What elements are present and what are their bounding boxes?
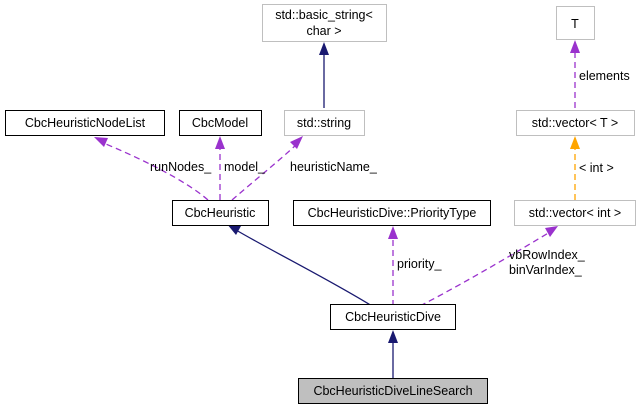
node-t[interactable]: T <box>556 6 595 40</box>
node-std-string-label: std::string <box>297 116 351 130</box>
edge-dive-to-vector-int <box>419 226 558 307</box>
edge-label-run-nodes: runNodes_ <box>150 160 212 174</box>
edge-label-heuristic-name: heuristicName_ <box>290 160 378 174</box>
node-cbc-heuristic-label: CbcHeuristic <box>185 206 256 220</box>
edge-label-vb-row-index: vbRowIndex_ <box>509 248 586 262</box>
node-cbc-model[interactable]: CbcModel <box>179 110 262 136</box>
node-cbc-heuristic[interactable]: CbcHeuristic <box>172 200 269 226</box>
edge-heuristic-to-model <box>215 136 225 200</box>
node-cbc-heuristic-dive[interactable]: CbcHeuristicDive <box>330 304 456 330</box>
edge-dive-to-heuristic <box>227 224 373 307</box>
edge-label-model: model_ <box>224 160 266 174</box>
node-basic-string-label-line2: char > <box>306 24 341 38</box>
node-cbc-heuristic-node-list[interactable]: CbcHeuristicNodeList <box>5 110 165 136</box>
node-cbc-model-label: CbcModel <box>192 116 248 130</box>
node-cbc-heuristic-dive-label: CbcHeuristicDive <box>345 310 441 324</box>
edge-label-elements: elements <box>579 69 630 83</box>
node-basic-string[interactable]: std::basic_string< char > <box>262 4 387 42</box>
node-std-vector-t[interactable]: std::vector< T > <box>516 110 635 136</box>
edge-heuristic-to-string <box>231 136 303 201</box>
node-cbc-heuristic-dive-line-search-label: CbcHeuristicDiveLineSearch <box>313 384 472 398</box>
node-cbc-heuristic-dive-line-search[interactable]: CbcHeuristicDiveLineSearch <box>298 378 488 404</box>
edge-line-search-to-dive <box>388 330 398 378</box>
edge-label-priority: priority_ <box>397 257 443 271</box>
node-std-string[interactable]: std::string <box>284 110 365 136</box>
edge-vector-int-to-vector-t <box>570 136 580 200</box>
edge-string-to-basic-string <box>319 42 329 108</box>
edge-label-bin-var-index: binVarIndex_ <box>509 263 583 277</box>
node-cbc-heuristic-node-list-label: CbcHeuristicNodeList <box>25 116 146 130</box>
edge-vector-t-to-t <box>570 40 580 108</box>
node-priority-type[interactable]: CbcHeuristicDive::PriorityType <box>293 200 491 226</box>
edge-dive-to-priority-type <box>388 226 398 306</box>
edge-label-int-param: < int > <box>579 161 614 175</box>
node-basic-string-label-line1: std::basic_string< <box>275 8 373 22</box>
node-std-vector-int[interactable]: std::vector< int > <box>514 200 636 226</box>
edge-heuristic-to-node-list <box>94 137 209 201</box>
node-t-label: T <box>571 17 579 31</box>
node-priority-type-label: CbcHeuristicDive::PriorityType <box>308 206 477 220</box>
node-std-vector-int-label: std::vector< int > <box>529 206 621 220</box>
node-std-vector-t-label: std::vector< T > <box>532 116 618 130</box>
